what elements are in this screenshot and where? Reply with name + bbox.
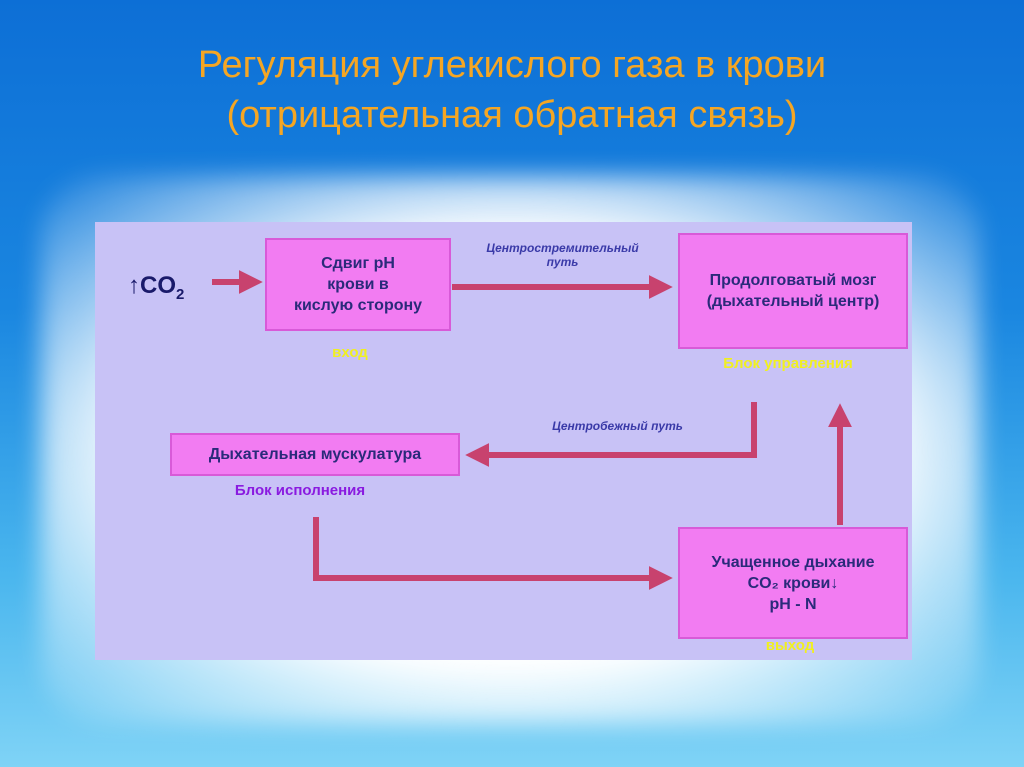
title-line-1: Регуляция углекислого газа в крови	[197, 44, 827, 86]
label-afferent-path: Центростремительный путь	[486, 241, 639, 269]
title-line-2: (отрицательная обратная связь)	[226, 94, 798, 136]
label-control-block: Блок управления	[723, 355, 853, 372]
box-result: Учащенное дыхание CO₂ крови↓ pH - N	[678, 527, 908, 639]
arrow-muscles-to-result	[313, 517, 673, 590]
label-efferent-path: Центробежный путь	[552, 419, 683, 433]
label-execution-block: Блок исполнения	[234, 482, 366, 499]
slide-title: Регуляция углекислого газа в крови (отри…	[0, 40, 1024, 140]
box-ph-shift: Сдвиг pH крови в кислую сторону	[265, 238, 451, 331]
arrow-brain-to-muscles	[465, 402, 757, 467]
label-output: выход	[765, 637, 815, 654]
co2-input: ↑CO2	[128, 272, 185, 303]
box-medulla: Продолговатый мозг (дыхательный центр)	[678, 233, 908, 349]
label-input: вход	[332, 344, 368, 361]
box-respiratory-muscles: Дыхательная мускулатура	[170, 433, 460, 476]
